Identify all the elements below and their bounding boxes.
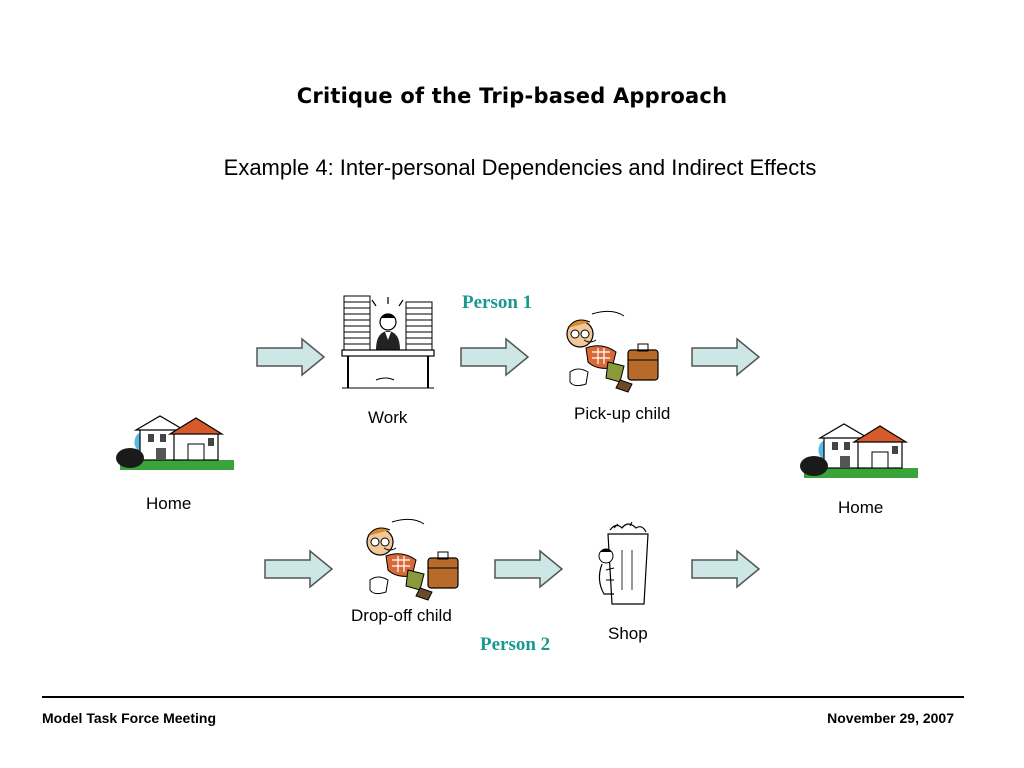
running-man-icon: [366, 518, 459, 601]
home-right-label: Home: [838, 498, 884, 517]
arrow-home-to-work: [256, 337, 326, 377]
arrow-home-to-dropoff: [264, 549, 334, 589]
footer-meeting-name: Model Task Force Meeting: [42, 710, 216, 726]
work-label: Work: [368, 408, 408, 427]
arrow-work-to-pickup: [460, 337, 530, 377]
footer-date: November 29, 2007: [827, 710, 954, 726]
slide-title: Critique of the Trip-based Approach: [296, 84, 728, 108]
running-man-icon: [566, 310, 659, 393]
arrow-shop-to-home: [691, 549, 761, 589]
arrow-dropoff-to-shop: [494, 549, 564, 589]
slide-subtitle: Example 4: Inter-personal Dependencies a…: [223, 155, 817, 180]
grocery-bag-icon: [598, 521, 649, 605]
pickup-child-label: Pick-up child: [574, 404, 671, 423]
house-icon: [116, 415, 234, 470]
person-1-label: Person 1: [462, 292, 533, 313]
work-desk-icon: [341, 295, 435, 389]
dropoff-child-label: Drop-off child: [351, 606, 452, 625]
shop-label: Shop: [608, 624, 648, 643]
house-icon: [800, 423, 918, 478]
arrow-pickup-to-home: [691, 337, 761, 377]
home-left-label: Home: [146, 494, 192, 513]
footer-divider: [42, 696, 964, 698]
person-2-label: Person 2: [480, 634, 551, 655]
